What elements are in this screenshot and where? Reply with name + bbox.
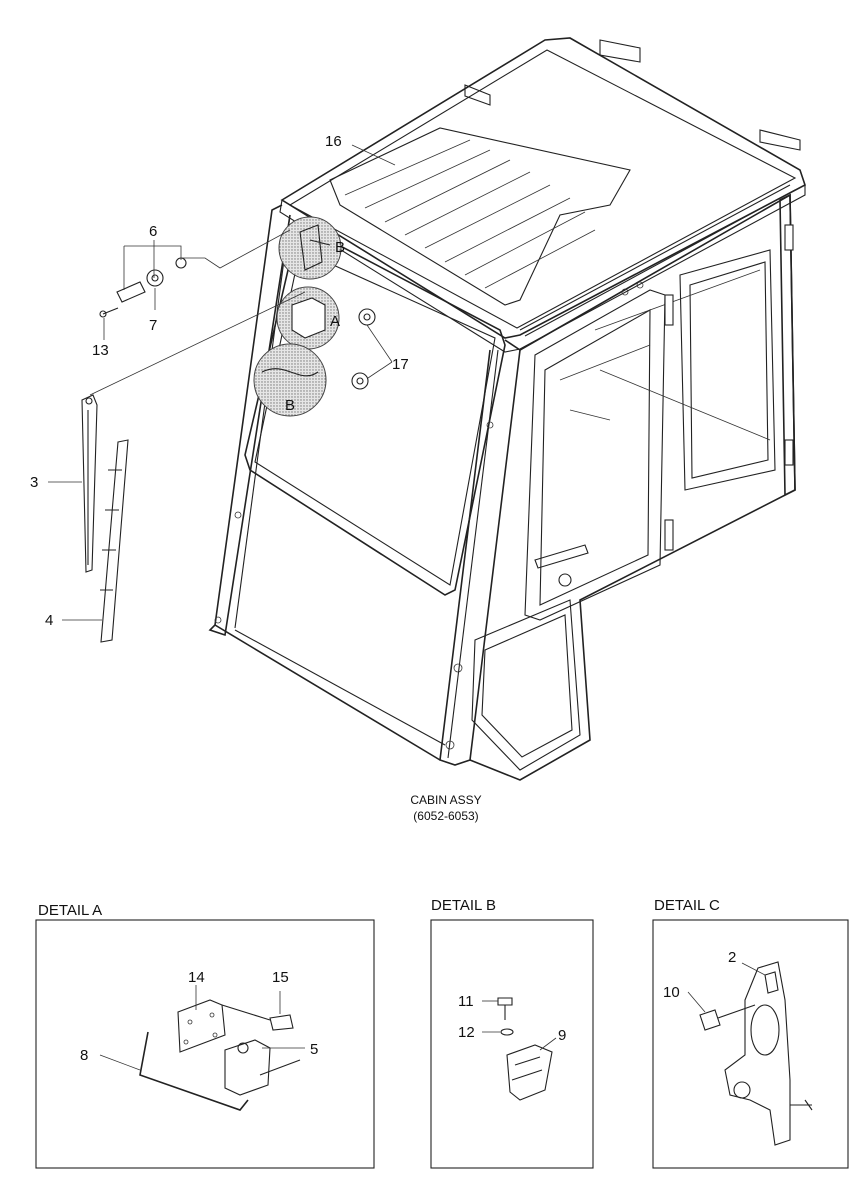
detail-b-box — [430, 919, 594, 1169]
callout-label-b-upper: B — [335, 239, 345, 256]
part-label-12: 12 — [458, 1024, 475, 1041]
callout-label-b-lower: B — [285, 397, 295, 414]
detail-a-title: DETAIL A — [38, 902, 102, 919]
part-label-9: 9 — [558, 1027, 566, 1044]
detail-c-box — [652, 919, 849, 1169]
part-label-16: 16 — [325, 133, 342, 150]
callout-circle-b-lower — [253, 343, 327, 417]
part-label-10: 10 — [663, 984, 680, 1001]
leader-lines — [48, 144, 396, 621]
detail-a-box — [35, 919, 375, 1169]
cabin-caption-range: (6052-6053) — [413, 809, 478, 823]
callout-circles — [253, 216, 342, 417]
part-label-13: 13 — [92, 342, 109, 359]
part-label-6: 6 — [149, 223, 157, 240]
detail-b-title: DETAIL B — [431, 897, 496, 914]
callout-circle-b-upper — [278, 216, 342, 280]
part-label-14: 14 — [188, 969, 205, 986]
part-label-11: 11 — [458, 993, 474, 1010]
captions: CABIN ASSY (6052-6053) DETAIL A DETAIL B… — [38, 793, 720, 919]
part-label-17: 17 — [392, 356, 409, 373]
wiper-arm-and-blade — [81, 394, 129, 643]
part-label-3: 3 — [30, 474, 38, 491]
part-label-15: 15 — [272, 969, 289, 986]
cabin-assembly — [208, 37, 806, 781]
detail-c-title: DETAIL C — [654, 897, 720, 914]
part-label-4: 4 — [45, 612, 53, 629]
wiper-shaft-parts — [99, 257, 187, 318]
callout-label-a: A — [330, 313, 340, 330]
part-label-5: 5 — [310, 1041, 318, 1058]
part-label-7: 7 — [149, 317, 157, 334]
part-label-8: 8 — [80, 1047, 88, 1064]
washers — [351, 308, 376, 390]
part-label-2: 2 — [728, 949, 736, 966]
part-number-labels: 16 6 7 13 17 3 4 B A B 14 15 8 5 11 12 9… — [30, 133, 736, 1064]
cabin-caption-title: CABIN ASSY — [410, 793, 481, 807]
